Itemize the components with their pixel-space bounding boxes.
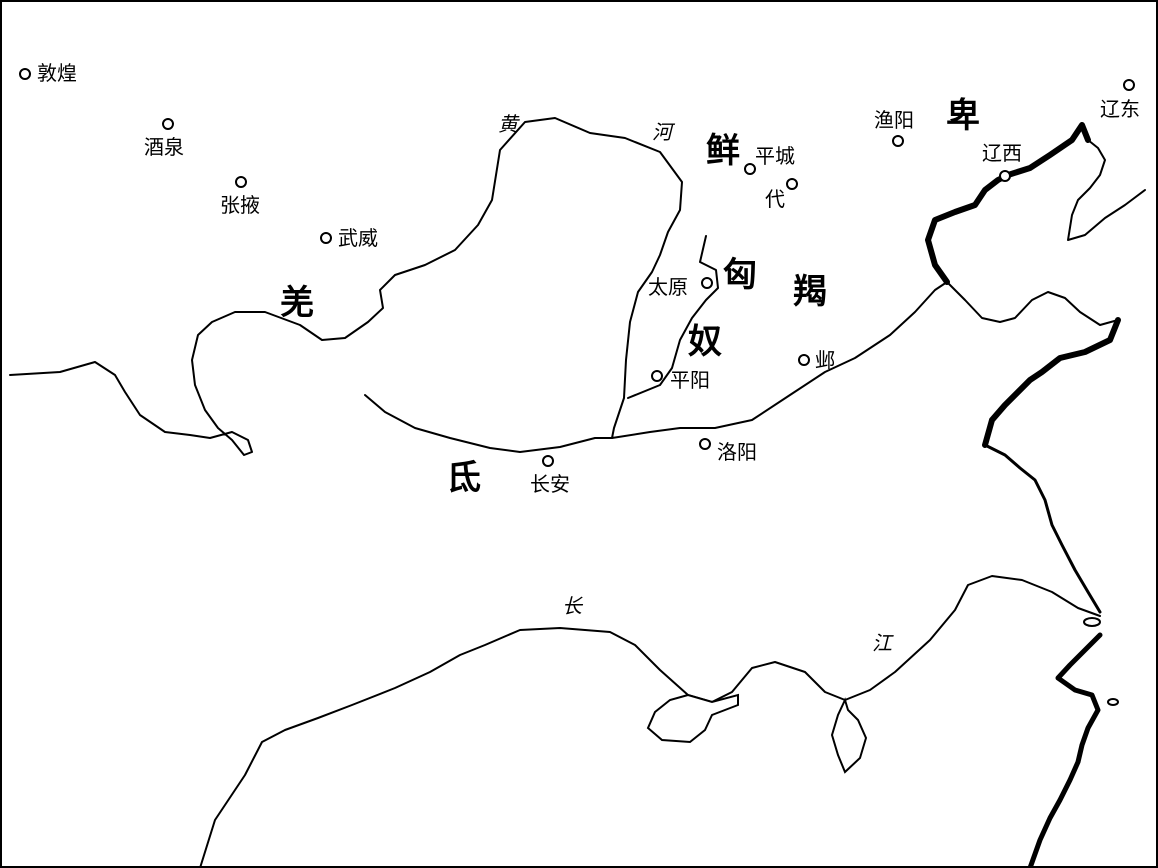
people-label-di: 氐: [447, 458, 481, 498]
city-marker-pingcheng: [744, 163, 756, 175]
city-label-ye: 邺: [815, 348, 835, 372]
city-label-pingcheng: 平城: [755, 144, 795, 168]
coastline-zhejiang: [1027, 632, 1103, 868]
coastline-shandong-east: [982, 317, 1121, 448]
city-marker-changan: [542, 455, 554, 467]
city-marker-dai: [786, 178, 798, 190]
city-label-taiyuan: 太原: [648, 275, 688, 299]
people-label-bei: 卑: [946, 96, 980, 136]
city-marker-wuwei: [320, 232, 332, 244]
city-label-zhangye: 张掖: [220, 193, 260, 217]
city-marker-liaoxi: [999, 170, 1011, 182]
city-label-yuyang: 渔阳: [874, 108, 914, 132]
city-label-liaoxi: 辽西: [982, 141, 1022, 165]
city-marker-luoyang: [699, 438, 711, 450]
coastline-bohai: [925, 122, 1091, 285]
island-zhoushan: [1107, 698, 1119, 706]
city-label-changan: 长安: [530, 472, 570, 496]
wei-river: [364, 394, 613, 453]
city-marker-zhangye: [235, 176, 247, 188]
fen-river: [627, 235, 719, 399]
city-label-liaodong: 辽东: [1100, 97, 1140, 121]
city-marker-taiyuan: [701, 277, 713, 289]
people-label-xiong: 匈: [723, 255, 757, 295]
coastline-jiangsu: [983, 443, 1102, 614]
city-label-jiuquan: 酒泉: [144, 135, 184, 159]
poyang-lake: [830, 697, 868, 774]
city-label-dunhuang: 敦煌: [37, 61, 77, 85]
city-marker-liaodong: [1123, 79, 1135, 91]
city-marker-ye: [798, 354, 810, 366]
river-label-he: 河: [652, 120, 676, 144]
river-label-chang: 长: [562, 594, 584, 618]
city-marker-yuyang: [892, 135, 904, 147]
people-label-xian: 鲜: [706, 131, 740, 171]
river-label-jiang: 江: [872, 631, 894, 655]
island-chongming: [1083, 617, 1101, 627]
people-label-qiang: 羌: [280, 283, 314, 323]
city-label-dai: 代: [765, 187, 785, 211]
city-label-luoyang: 洛阳: [717, 440, 757, 464]
river-label-huang: 黄: [498, 112, 520, 136]
coastline-liaodong: [1067, 139, 1146, 241]
city-label-pingyang: 平阳: [670, 368, 710, 392]
city-marker-jiuquan: [162, 118, 174, 130]
people-label-jie: 羯: [793, 272, 827, 312]
dongting-lake: [646, 693, 739, 744]
people-label-nu: 奴: [688, 322, 722, 362]
city-marker-pingyang: [651, 370, 663, 382]
city-label-wuwei: 武威: [338, 226, 378, 250]
coastline-shandong: [946, 281, 1119, 326]
yellow-river: [9, 117, 948, 456]
city-marker-dunhuang: [19, 68, 31, 80]
